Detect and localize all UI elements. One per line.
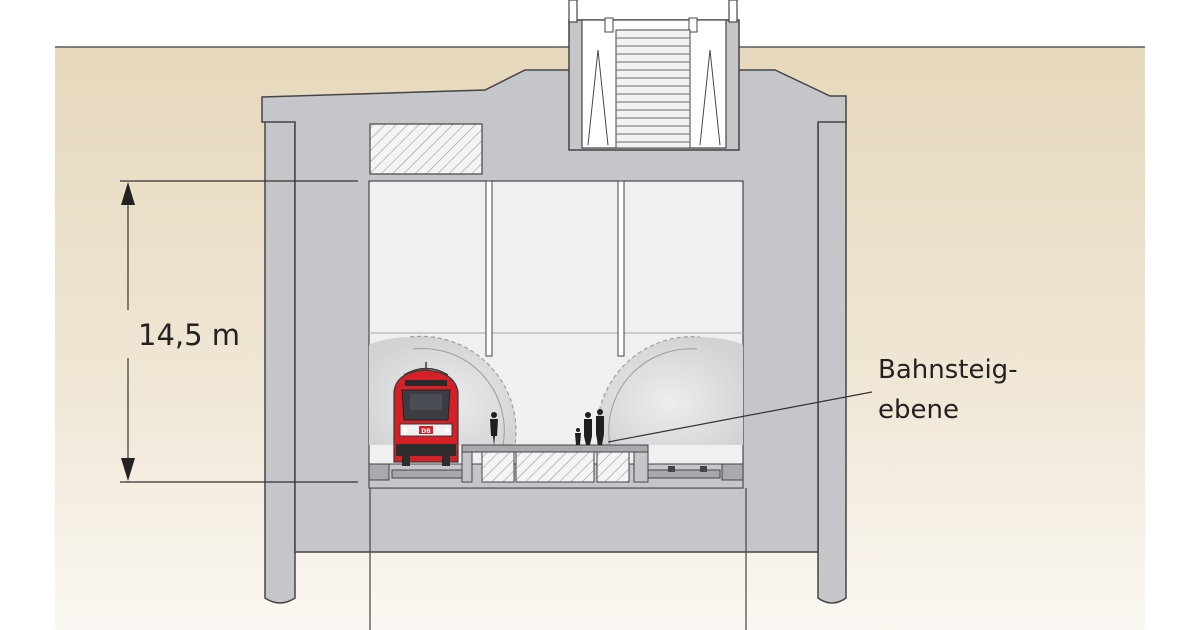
- train-front: [393, 362, 459, 466]
- dimension-indicator: [120, 180, 358, 483]
- platform: [461, 444, 649, 483]
- left-pile-wall: [264, 119, 296, 604]
- right-pile-wall: [817, 119, 847, 604]
- dimension-arrow-top: [121, 182, 135, 205]
- passengers: [490, 409, 604, 446]
- escalator-shaft: [568, 0, 740, 151]
- depth-dimension-label: 14,5 m: [138, 318, 241, 352]
- hatched-block: [369, 123, 483, 175]
- left-track: [368, 463, 465, 481]
- platform-label-line1: Bahnsteig-: [878, 355, 1018, 385]
- platform-label-line2: ebene: [878, 395, 959, 425]
- platform-callout-line: [607, 391, 873, 443]
- train-logo: DB: [421, 428, 431, 435]
- ceiling-hangers: [485, 180, 625, 357]
- platform-level-label: Bahnsteig- ebene: [878, 350, 1018, 430]
- dimension-arrow-bottom: [121, 458, 135, 481]
